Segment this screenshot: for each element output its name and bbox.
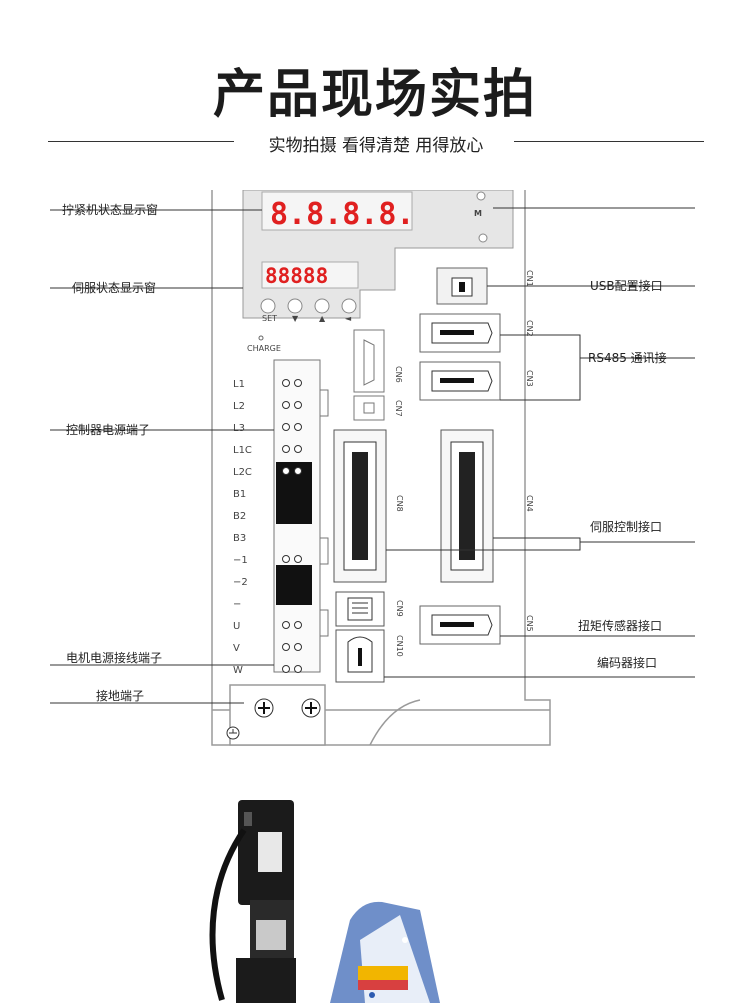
terminal-label: L2 <box>233 401 245 412</box>
cn6-cn7-connectors: CN6 CN7 <box>353 329 403 421</box>
m-label: M <box>474 209 482 218</box>
up-button[interactable] <box>314 298 330 314</box>
servo-segment-display: 88888 <box>265 264 328 288</box>
cn7-label: CN7 <box>394 400 403 417</box>
drive-front-panel-diagram: 8.8.8.8. 88888 SET ▼ ▲ ◄ M CHARGE L1L2L3… <box>50 190 695 746</box>
set-button-label: SET <box>262 314 277 323</box>
cn9-label: CN9 <box>395 600 404 617</box>
product-photo <box>209 800 440 1003</box>
terminal-label: V <box>233 643 240 654</box>
terminal-screw <box>282 379 290 387</box>
servo-control-label: 伺服控制接口 <box>590 519 662 534</box>
cn8-cn4-connectors: CN8 CN4 <box>333 429 534 583</box>
down-button-label: ▼ <box>292 314 299 323</box>
terminal-label: B1 <box>233 489 246 500</box>
terminal-screw <box>282 665 290 673</box>
top-display-label: 拧紧机状态显示窗 <box>62 203 158 217</box>
terminal-screw <box>294 445 302 453</box>
terminal-screw <box>282 445 290 453</box>
terminal-label: −2 <box>233 577 248 588</box>
drive-body <box>211 190 551 746</box>
shift-button-label: ◄ <box>345 314 352 323</box>
terminal-label: L2C <box>233 467 252 478</box>
terminal-screw <box>282 643 290 651</box>
terminal-label: − <box>233 599 241 610</box>
subtitle: 实物拍摄 看得清楚 用得放心 <box>268 136 484 156</box>
charge-led <box>258 335 264 341</box>
motor-power-label: 电机电源接线端子 <box>66 650 162 665</box>
cn7-port[interactable] <box>353 395 385 421</box>
terminal-label: L1C <box>233 445 252 456</box>
controller-power-label: 控制器电源端子 <box>66 423 150 437</box>
indicator-led-2 <box>478 233 488 243</box>
terminal-label: W <box>233 665 243 676</box>
cn1-usb-connector: CN1 <box>436 267 534 305</box>
cn3-label: CN3 <box>525 370 534 387</box>
terminal-cover-upper <box>276 462 312 524</box>
cn8-label: CN8 <box>395 495 404 512</box>
terminal-screw <box>294 423 302 431</box>
charge-label: CHARGE <box>247 344 281 353</box>
terminal-screw <box>282 555 290 563</box>
servo-display-label: 伺服状态显示窗 <box>72 281 156 295</box>
terminal-label: B3 <box>233 533 246 544</box>
terminal-label: B2 <box>233 511 246 522</box>
encoder-label: 编码器接口 <box>597 655 657 670</box>
terminal-screw <box>294 401 302 409</box>
servo-motor-photo <box>209 800 296 1003</box>
rs485-label: RS485 通讯接 <box>588 350 667 365</box>
terminal-screw <box>294 379 302 387</box>
terminal-label: L1 <box>233 379 245 390</box>
terminal-holes <box>282 379 302 673</box>
terminal-cover-lower <box>276 565 312 605</box>
cn10-label: CN10 <box>395 635 404 657</box>
ground-terminal <box>226 698 321 740</box>
up-button-label: ▲ <box>319 314 326 323</box>
terminal-label: U <box>233 621 240 632</box>
cn5-label: CN5 <box>525 615 534 632</box>
cn5-connector: CN5 <box>419 605 534 645</box>
set-button[interactable] <box>260 298 276 314</box>
shift-button[interactable] <box>341 298 357 314</box>
top-segment-display: 8.8.8.8. <box>270 197 415 232</box>
display-panel: 8.8.8.8. 88888 SET ▼ ▲ ◄ M <box>242 190 514 323</box>
cn4-label: CN4 <box>525 495 534 512</box>
cn2-cn3-connectors: CN2 CN3 <box>419 313 534 401</box>
terminal-screw <box>294 643 302 651</box>
page-title: 产品现场实拍 <box>212 65 537 125</box>
terminal-screw <box>282 423 290 431</box>
terminal-screw <box>294 665 302 673</box>
subtitle-divider-right <box>514 141 704 142</box>
terminal-label: L3 <box>233 423 245 434</box>
torque-sensor-label: 扭矩传感器接口 <box>578 618 662 633</box>
indicator-led <box>476 191 486 201</box>
subtitle-row: 实物拍摄 看得清楚 用得放心 <box>48 128 704 156</box>
terminal-screw <box>282 401 290 409</box>
device-housing-photo <box>330 901 440 1003</box>
usb-label: USB配置接口 <box>590 278 663 293</box>
cn6-label: CN6 <box>394 366 403 383</box>
terminal-label: −1 <box>233 555 248 566</box>
cn1-label: CN1 <box>525 270 534 287</box>
cn9-cn10-connectors: CN9 CN10 <box>335 591 404 683</box>
terminal-screw <box>282 621 290 629</box>
down-button[interactable] <box>287 298 303 314</box>
cn6-port[interactable] <box>353 329 385 393</box>
subtitle-divider-left <box>48 141 234 142</box>
terminal-screw <box>282 467 290 475</box>
terminal-screw <box>294 467 302 475</box>
callout-lines <box>50 207 695 704</box>
terminal-block: CHARGE <box>247 335 329 673</box>
terminal-screw <box>294 555 302 563</box>
ground-label: 接地端子 <box>96 688 144 703</box>
cn2-label: CN2 <box>525 320 534 337</box>
terminal-screw <box>294 621 302 629</box>
